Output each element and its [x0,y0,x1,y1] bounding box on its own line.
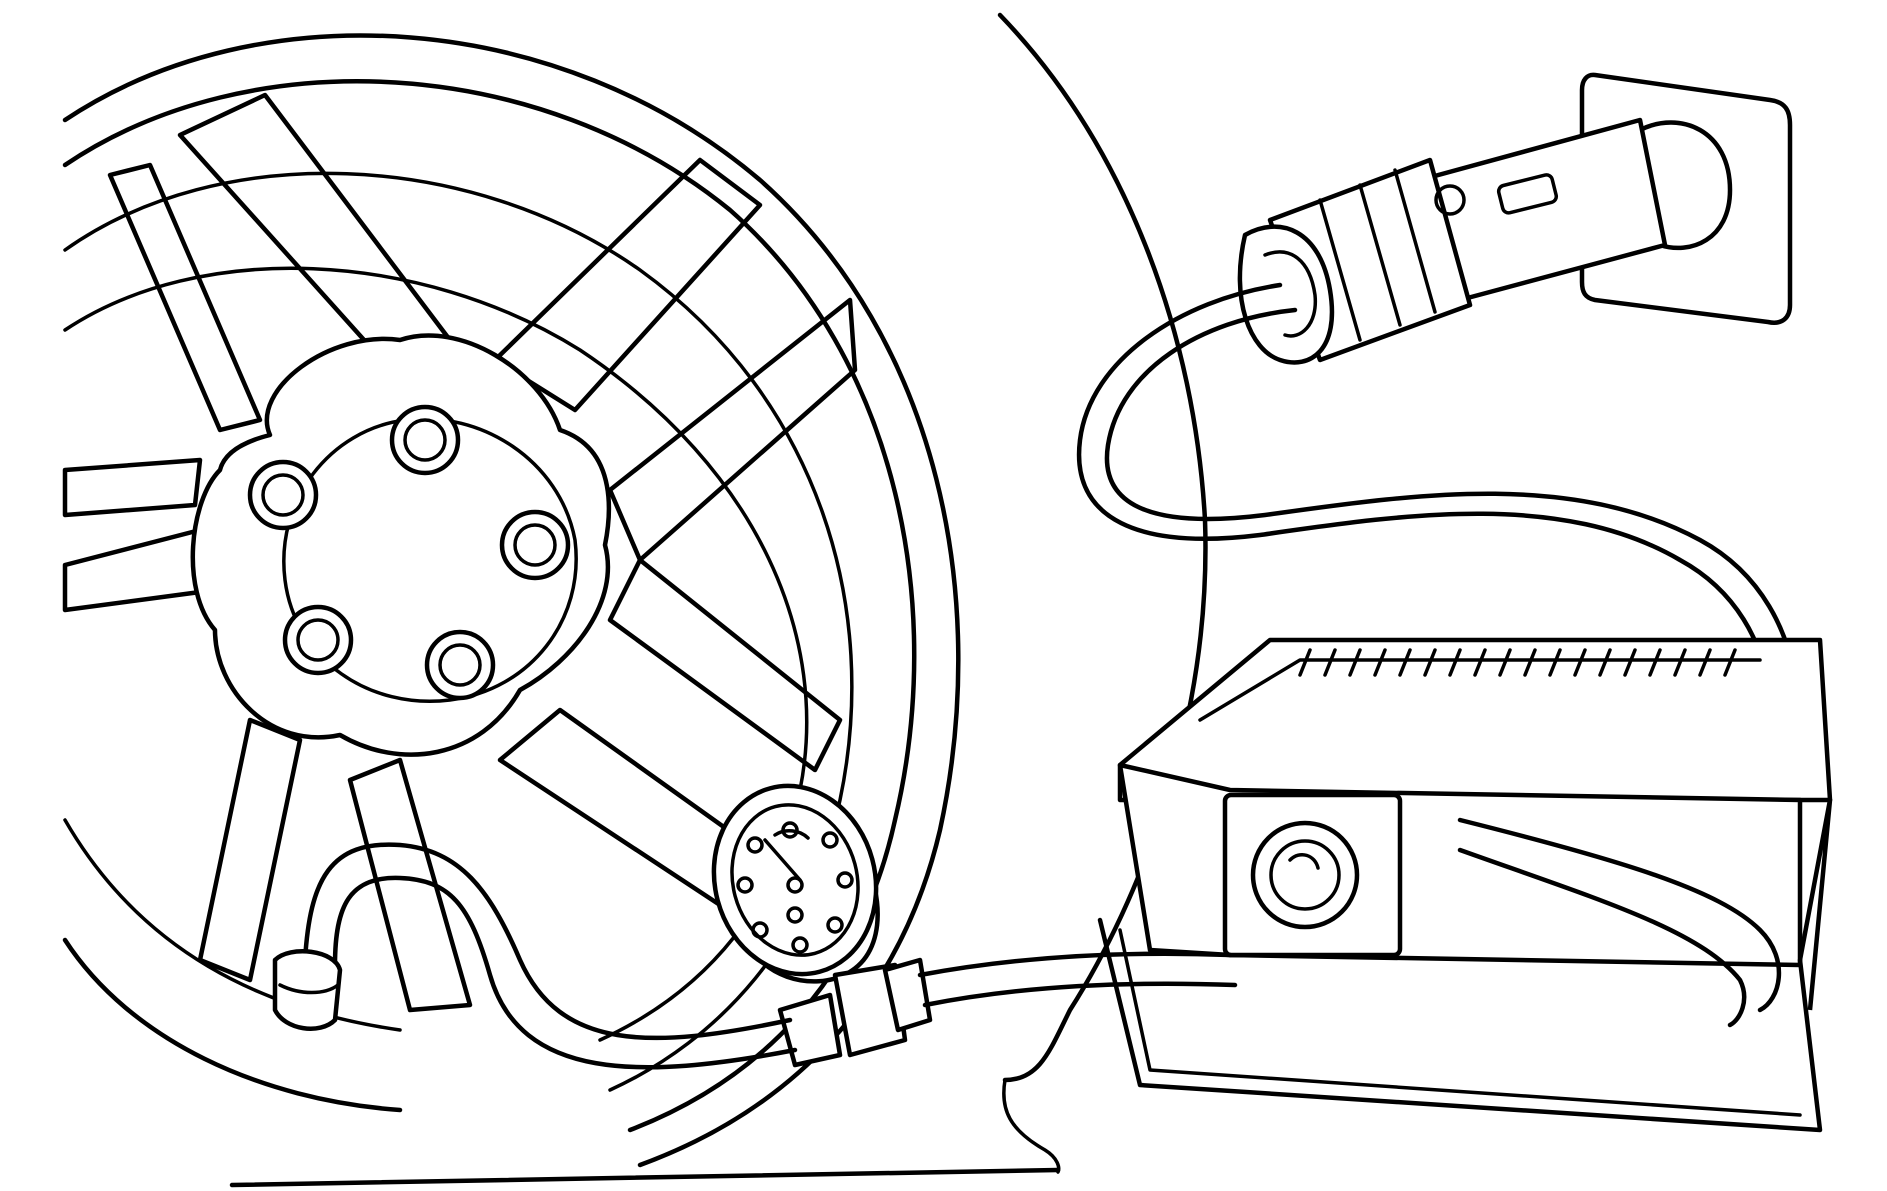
tire-valve-stem [272,949,343,1031]
ground-line [229,1167,1061,1188]
lug-nut-3 [499,509,571,581]
vehicle-body-panel [997,12,1208,1174]
compressor-port [1222,792,1403,958]
lug-nut-1 [389,404,461,476]
sealant-canister [711,783,933,1068]
compressor-grille [1298,648,1737,677]
air-compressor [1097,637,1833,1133]
wheel-spokes [62,92,858,1013]
alloy-wheel [62,33,961,1168]
lug-nut-5 [424,629,496,701]
lug-nut-2 [247,459,319,531]
wheel-hub [190,333,612,757]
air-hose [302,817,1782,1070]
lug-nut-4 [282,604,354,676]
power-plug [1237,117,1733,365]
